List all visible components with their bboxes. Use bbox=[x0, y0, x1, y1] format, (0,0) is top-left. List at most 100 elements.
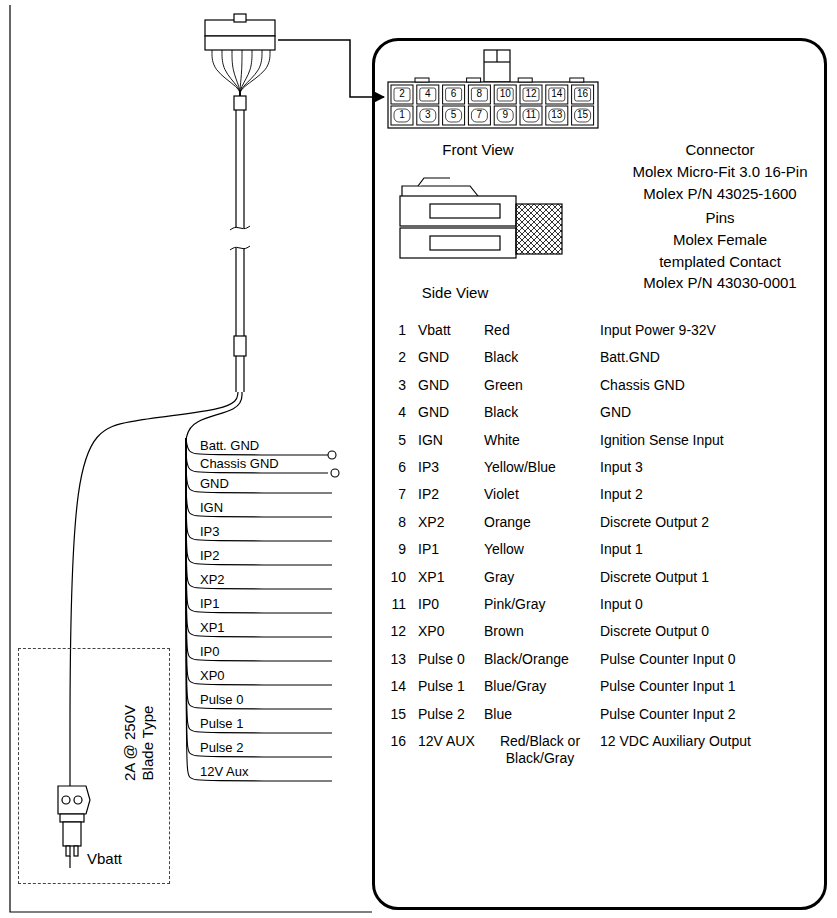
wire-color: White bbox=[484, 432, 520, 449]
wire-color: Black bbox=[484, 349, 518, 366]
path-stroke bbox=[186, 438, 332, 613]
path-stroke bbox=[222, 50, 240, 96]
pin-number: 11 bbox=[378, 596, 406, 613]
rect-stroke bbox=[484, 50, 510, 82]
pin-number: 7 bbox=[468, 109, 490, 121]
rect-stroke bbox=[443, 85, 465, 104]
signal-name: Pulse 0 bbox=[418, 651, 465, 668]
harness-wires bbox=[70, 50, 339, 868]
pin-number: 12 bbox=[378, 623, 406, 640]
signal-name: Pulse 1 bbox=[418, 678, 465, 695]
wire-label: Pulse 2 bbox=[200, 740, 243, 756]
path-stroke bbox=[418, 178, 450, 186]
signal-name: GND bbox=[418, 404, 449, 421]
wire-label: IP3 bbox=[200, 524, 220, 540]
rect-stroke bbox=[400, 228, 516, 258]
wire-label: GND bbox=[200, 476, 229, 492]
pin-number: 3 bbox=[378, 377, 406, 394]
pin-number: 16 bbox=[378, 733, 406, 750]
wire-color: Orange bbox=[484, 514, 531, 531]
wire-color: Blue/Gray bbox=[484, 678, 546, 695]
rect-stroke bbox=[417, 85, 439, 104]
rect-stroke bbox=[60, 814, 84, 822]
rect-stroke bbox=[520, 106, 542, 125]
signal-name: GND bbox=[418, 377, 449, 394]
pin-number: 14 bbox=[546, 88, 568, 100]
rect-stroke bbox=[572, 106, 594, 125]
path-stroke bbox=[58, 786, 90, 814]
rect-stroke bbox=[494, 106, 516, 125]
g-stroke bbox=[388, 50, 598, 128]
signal-name: Pulse 2 bbox=[418, 706, 465, 723]
path-stroke bbox=[10, 5, 372, 912]
wire-label: IP2 bbox=[200, 548, 220, 564]
rect-stroke bbox=[443, 106, 465, 125]
pin-number: 8 bbox=[378, 514, 406, 531]
pin-function: Chassis GND bbox=[600, 377, 685, 394]
pin-number: 13 bbox=[546, 109, 568, 121]
path-stroke bbox=[186, 438, 332, 517]
pin-number: 1 bbox=[391, 109, 413, 121]
pin-number: 12 bbox=[520, 88, 542, 100]
view-caption: Side View bbox=[405, 284, 505, 302]
pin-number: 9 bbox=[494, 109, 516, 121]
wire-label: Chassis GND bbox=[200, 456, 279, 472]
g-stroke bbox=[58, 786, 90, 856]
path-stroke bbox=[186, 438, 332, 661]
pin-number: 6 bbox=[378, 459, 406, 476]
path-stroke bbox=[186, 438, 332, 781]
pin-function: Input 1 bbox=[600, 541, 643, 558]
rect-stroke bbox=[430, 236, 500, 250]
rect-stroke bbox=[494, 85, 516, 104]
path-stroke bbox=[235, 110, 236, 228]
pin-number: 8 bbox=[468, 88, 490, 100]
rect-stroke bbox=[66, 846, 70, 856]
line-stroke bbox=[496, 50, 497, 62]
wire-color: Gray bbox=[484, 569, 514, 586]
rect-stroke bbox=[546, 106, 568, 125]
wire-label: IGN bbox=[200, 500, 223, 516]
pin-function: Discrete Output 2 bbox=[600, 514, 709, 531]
pin-number: 3 bbox=[417, 109, 439, 121]
path-stroke bbox=[230, 226, 250, 230]
pin-function: Batt.GND bbox=[600, 349, 660, 366]
wire-label: XP2 bbox=[200, 572, 225, 588]
path-stroke bbox=[240, 50, 270, 96]
signal-name: XP1 bbox=[418, 569, 444, 586]
pin-cells bbox=[391, 78, 594, 125]
wire-color: Violet bbox=[484, 486, 519, 503]
pin-number: 4 bbox=[378, 404, 406, 421]
path-stroke bbox=[243, 248, 244, 336]
rect-stroke bbox=[234, 336, 246, 356]
path-stroke bbox=[186, 438, 332, 565]
wire-color: Yellow/Blue bbox=[484, 459, 556, 476]
rect-stroke bbox=[415, 78, 429, 82]
path-stroke bbox=[230, 246, 250, 250]
path-stroke bbox=[186, 438, 332, 637]
path-stroke bbox=[186, 438, 332, 685]
wire-label: Pulse 0 bbox=[200, 692, 243, 708]
wire-label: Pulse 1 bbox=[200, 716, 243, 732]
pin-number: 15 bbox=[378, 706, 406, 723]
wire-color: Pink/Gray bbox=[484, 596, 545, 613]
signal-name: IGN bbox=[418, 432, 443, 449]
signal-name: XP0 bbox=[418, 623, 444, 640]
path-stroke bbox=[186, 438, 332, 493]
signal-name: IP1 bbox=[418, 541, 439, 558]
pin-number: 10 bbox=[494, 88, 516, 100]
signal-name: GND bbox=[418, 349, 449, 366]
pin-number: 10 bbox=[378, 569, 406, 586]
signal-name: 12V AUX bbox=[418, 733, 475, 750]
pin-function: Pulse Counter Input 2 bbox=[600, 706, 735, 723]
path-stroke bbox=[186, 438, 332, 589]
pin-spec: Pins Molex Female templated Contact Mole… bbox=[605, 207, 835, 294]
wire-color: Brown bbox=[484, 623, 524, 640]
path-stroke bbox=[402, 186, 478, 196]
rect-stroke bbox=[430, 204, 500, 218]
path-stroke bbox=[186, 438, 332, 757]
rect-stroke bbox=[388, 82, 598, 128]
pin-number: 16 bbox=[572, 88, 594, 100]
wire-color: Blue bbox=[484, 706, 512, 723]
wire-color: Green bbox=[484, 377, 523, 394]
pin-function: GND bbox=[600, 404, 631, 421]
